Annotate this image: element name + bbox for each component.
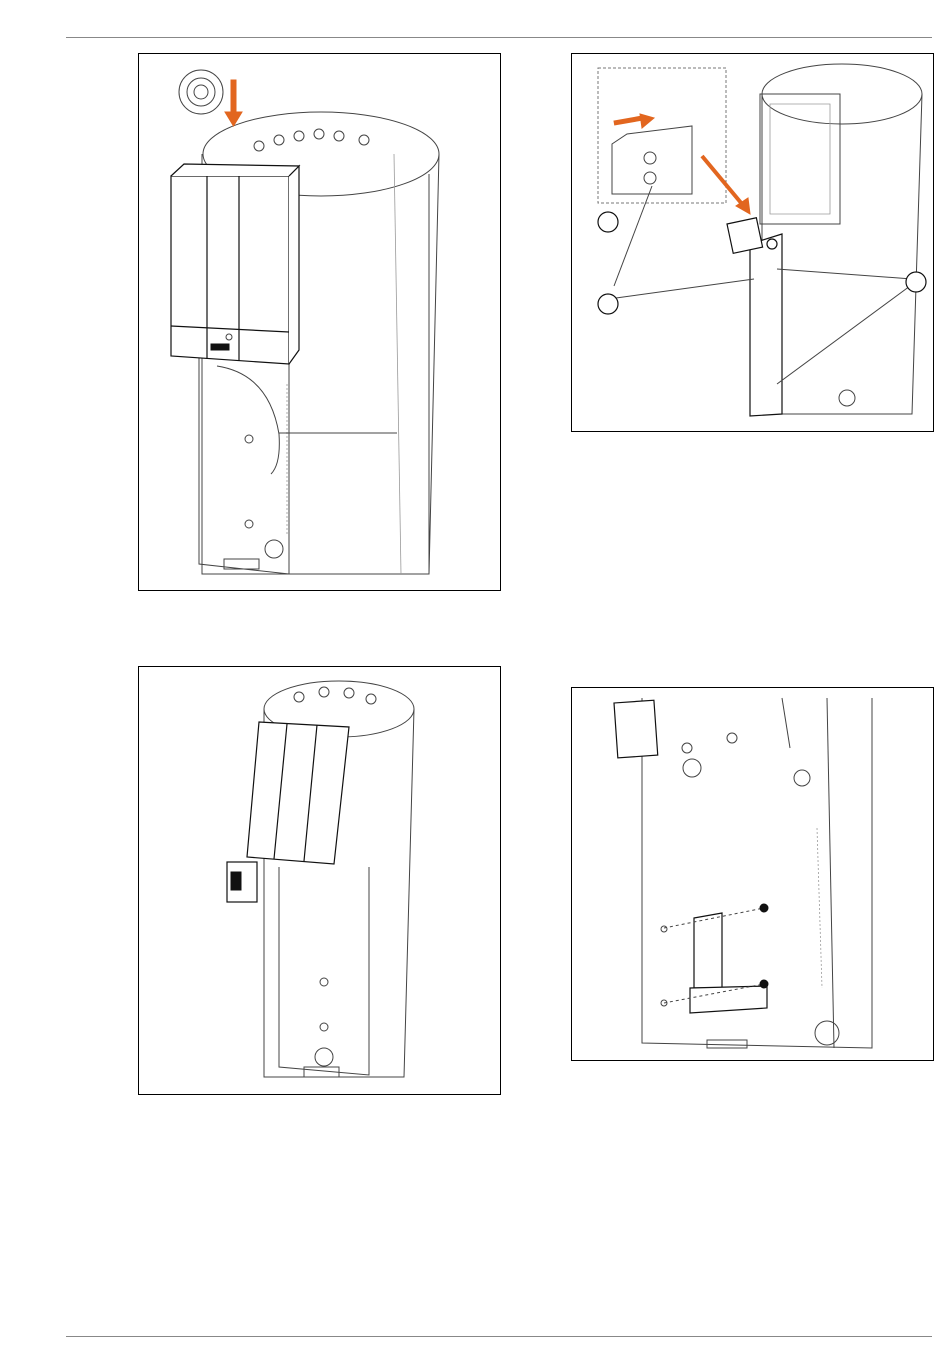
tank-fittings (294, 687, 376, 704)
figure-4: 18014398689219979 (571, 687, 934, 1061)
figure-2: 9007199434286475 (571, 53, 934, 432)
callout-marker (598, 294, 618, 314)
insert-arrow-icon (225, 80, 242, 126)
controller-unit (247, 722, 349, 864)
footer-rule (66, 1336, 932, 1337)
bracket (690, 913, 767, 1013)
callout-marker (598, 212, 618, 232)
detail-arrow-icon (614, 114, 654, 128)
header-rule (66, 37, 932, 38)
tank-fittings (254, 129, 369, 151)
figure-3-illustration (139, 667, 500, 1094)
controller-unit (171, 164, 299, 364)
figure-3: 18014398689007627 (138, 666, 501, 1095)
figure-4-illustration (572, 688, 933, 1060)
remove-arrow-icon (702, 156, 750, 214)
figure-2-illustration (572, 54, 933, 431)
cable-coil-icon (179, 70, 223, 114)
callout-marker (906, 272, 926, 292)
figure-1: 9007199434263947 (138, 53, 501, 591)
figure-1-illustration (139, 54, 500, 590)
